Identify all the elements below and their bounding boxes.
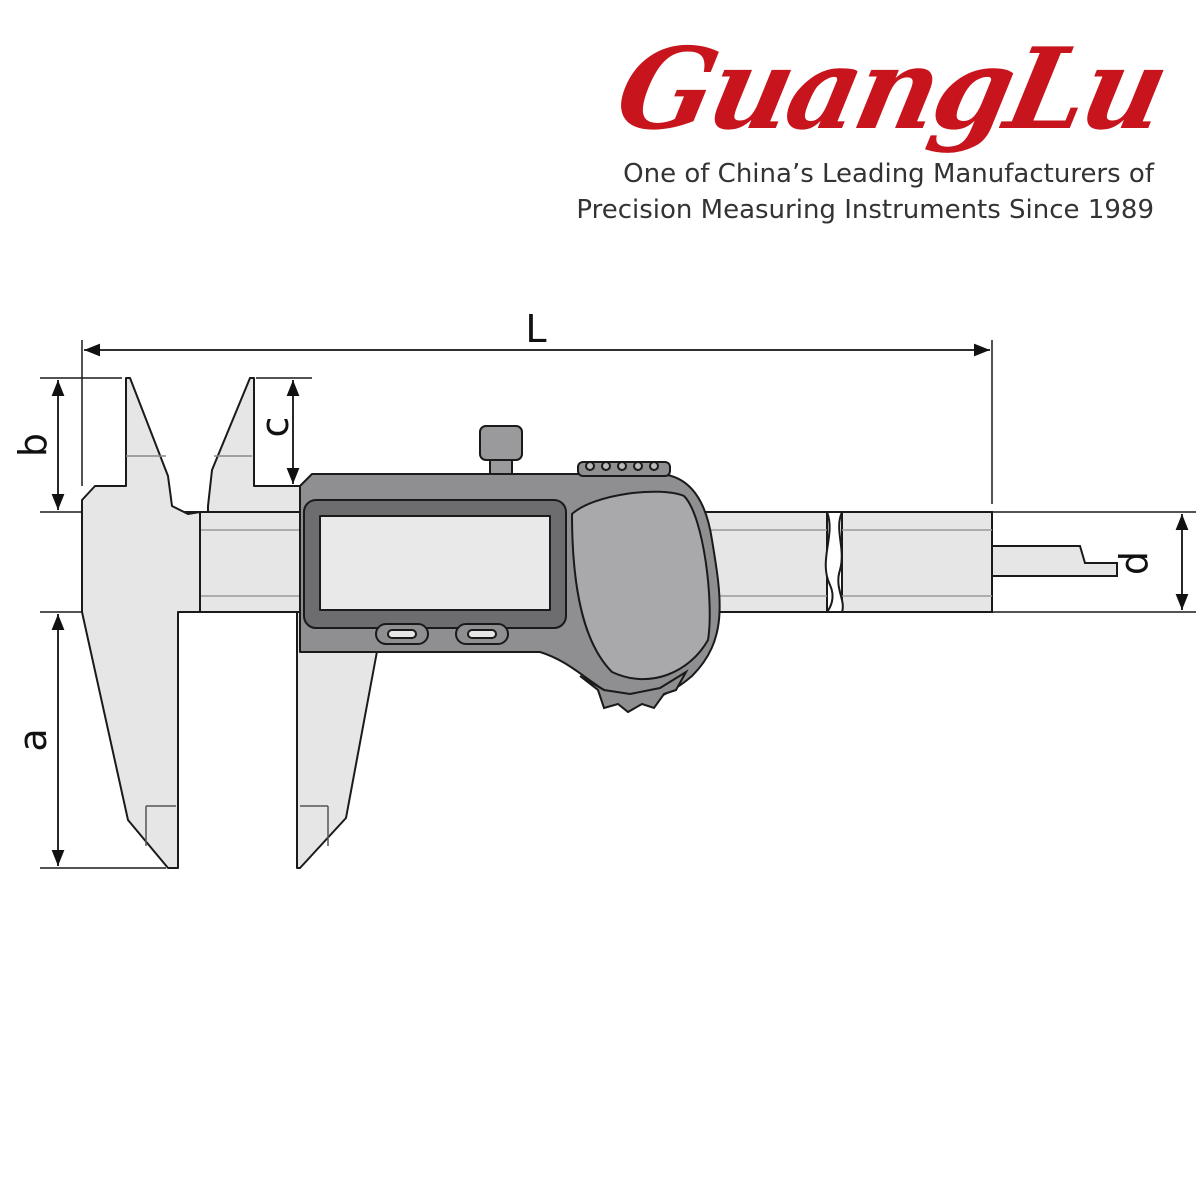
dimension-label-d: d [1112,551,1156,575]
sliding-jaw [207,377,379,869]
thumb-grip [579,669,689,714]
dimension-label-a: a [11,728,55,751]
locking-screw [479,425,523,475]
housing-buttons [375,623,509,645]
extension-lines [40,340,1196,869]
thumb-roller [577,461,671,477]
brand-tagline: One of China’s Leading Manufacturers of … [454,156,1154,228]
dimension-label-b: b [11,433,55,457]
tagline-line-2: Precision Measuring Instruments Since 19… [576,195,1154,225]
dimension-label-L: L [525,307,546,351]
dimension-label-c: c [253,417,297,438]
fixed-jaw [81,377,201,869]
beam-break [824,511,844,613]
dimension-arrows [51,343,1189,866]
tagline-line-1: One of China’s Leading Manufacturers of [623,159,1154,189]
depth-rod [991,545,1118,577]
